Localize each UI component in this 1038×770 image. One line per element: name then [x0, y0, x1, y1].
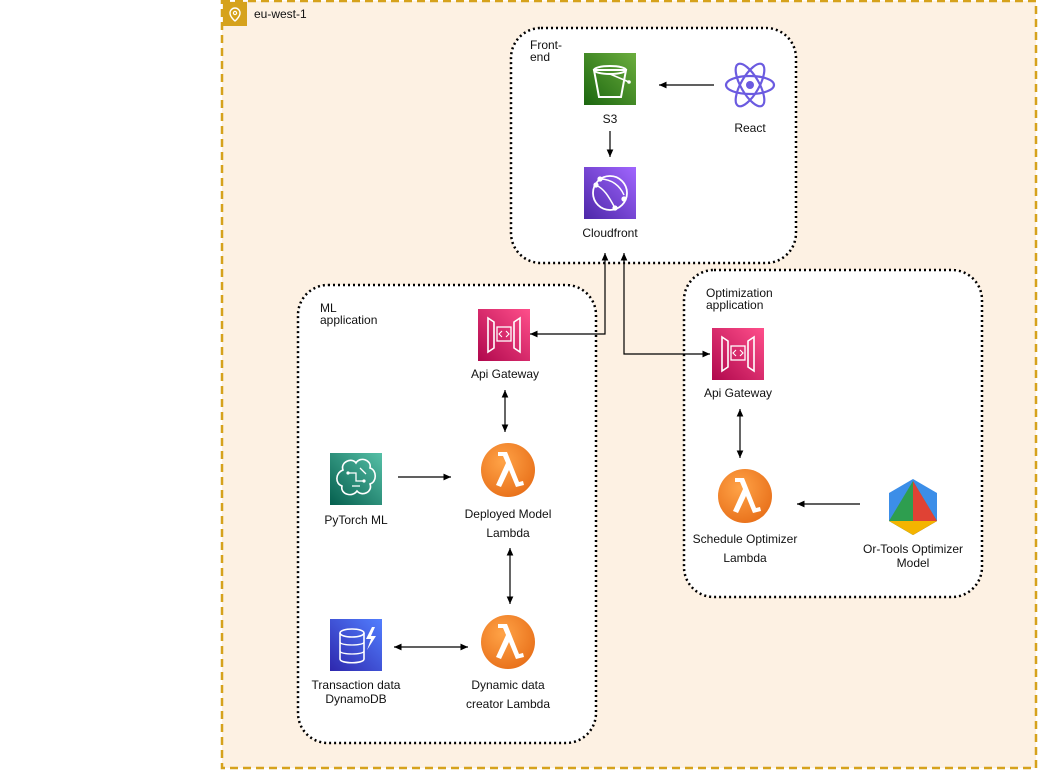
dynamodb-label-line2: DynamoDB	[325, 692, 386, 706]
optimization-label-line2: application	[706, 298, 763, 312]
s3-bucket-icon	[584, 53, 636, 105]
react-atom-icon	[724, 62, 776, 108]
dynamic-lambda-node[interactable]: Dynamic data creator Lambda	[466, 615, 550, 711]
pytorch-node[interactable]: PyTorch ML	[324, 453, 388, 527]
s3-node[interactable]: S3	[584, 53, 636, 126]
cloudfront-label: Cloudfront	[582, 226, 638, 240]
edge-cloudfront-api-gateway-ml	[530, 253, 609, 338]
api-gateway-icon	[478, 309, 530, 361]
dynamic-lambda-label-line2: creator Lambda	[466, 697, 550, 711]
api-gateway-ml-node[interactable]: Api Gateway	[471, 309, 539, 381]
region-label: eu-west-1	[254, 7, 307, 21]
api-gateway-opt-node[interactable]: Api Gateway	[704, 328, 772, 400]
api-gateway-icon	[712, 328, 764, 380]
schedule-lambda-node[interactable]: Schedule Optimizer Lambda	[693, 469, 798, 565]
react-node[interactable]: React	[724, 60, 776, 135]
deployed-lambda-label-line2: Lambda	[486, 526, 530, 540]
ml-label-line2: application	[320, 313, 377, 327]
s3-label: S3	[603, 112, 618, 126]
ortools-node[interactable]: Or-Tools Optimizer Model	[863, 479, 963, 570]
cloudfront-icon	[584, 167, 636, 219]
pytorch-label: PyTorch ML	[324, 513, 388, 527]
sagemaker-brain-icon	[330, 453, 382, 505]
dynamodb-node[interactable]: Transaction data DynamoDB	[312, 619, 401, 706]
dynamodb-label-line1: Transaction data	[312, 678, 401, 692]
schedule-lambda-label-line1: Schedule Optimizer	[693, 532, 798, 546]
or-tools-hexagon-icon	[889, 479, 937, 535]
schedule-lambda-label-line2: Lambda	[723, 551, 767, 565]
group-frontend: Front- end	[509, 26, 798, 265]
cloudfront-node[interactable]: Cloudfront	[582, 167, 638, 240]
frontend-label-line2: end	[530, 50, 550, 64]
edge-cloudfront-api-gateway-opt	[620, 253, 710, 358]
dynamic-lambda-label-line1: Dynamic data	[471, 678, 545, 692]
frontend-label-line1: Front-	[530, 38, 562, 52]
dynamodb-icon	[330, 619, 382, 671]
deployed-lambda-label-line1: Deployed Model	[465, 507, 552, 521]
api-gateway-ml-label: Api Gateway	[471, 367, 539, 381]
lambda-icon	[718, 469, 772, 523]
ml-label-line1: ML	[320, 301, 337, 315]
lambda-icon	[481, 615, 535, 669]
lambda-icon	[481, 443, 535, 497]
react-label: React	[734, 121, 766, 135]
map-pin-icon	[223, 2, 247, 26]
optimization-label-line1: Optimization	[706, 286, 773, 300]
ortools-label-line2: Model	[897, 556, 930, 570]
ortools-label-line1: Or-Tools Optimizer	[863, 542, 963, 556]
deployed-lambda-node[interactable]: Deployed Model Lambda	[465, 443, 552, 540]
api-gateway-opt-label: Api Gateway	[704, 386, 772, 400]
connectors	[394, 81, 860, 651]
